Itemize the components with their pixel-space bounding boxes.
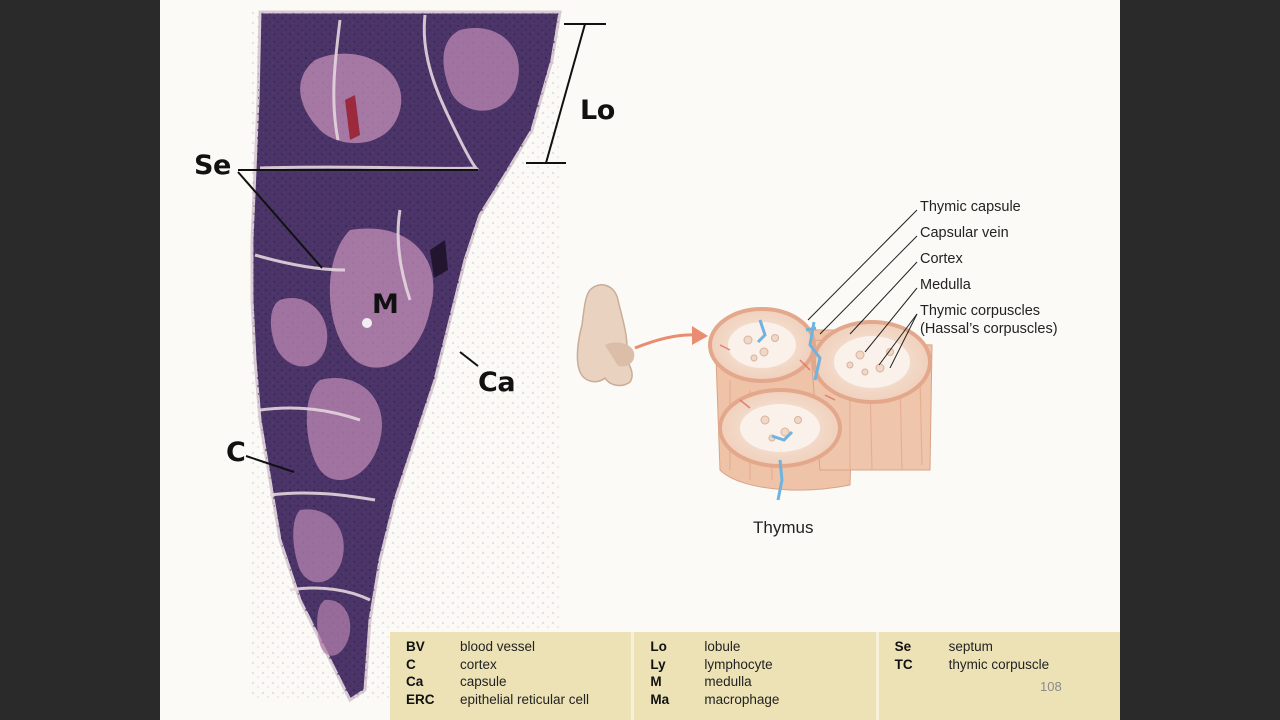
legend-abbr: Ca (406, 674, 424, 689)
lobule-label: Lo (580, 95, 615, 126)
hassals-corpuscles-label: (Hassal’s corpuscles) (920, 321, 1058, 337)
legend-abbr: Ma (650, 691, 670, 707)
capsular-vein-label: Capsular vein (920, 225, 1009, 241)
septum-pointers (237, 169, 478, 269)
legend-definition: cortex (460, 656, 497, 672)
thymic-capsule-label: Thymic capsule (920, 199, 1021, 215)
legend-definition: thymic corpuscle (948, 656, 1050, 672)
legend-definition: epithelial reticular cell (460, 691, 590, 707)
legend-row: Se septum (895, 638, 1120, 656)
cortex-pointer (245, 455, 295, 473)
gross-thymus-organ (576, 284, 635, 387)
left-letterbox (0, 0, 160, 720)
right-letterbox (1120, 0, 1280, 720)
histology-micrograph (250, 10, 562, 703)
legend-definition: blood vessel (460, 639, 536, 654)
thymus-caption: Thymus (753, 518, 814, 537)
medulla-label: M (372, 289, 399, 320)
legend-abbr: Lo (650, 639, 667, 654)
legend-definition: macrophage (704, 691, 780, 707)
page-number: 108 (1040, 679, 1062, 694)
cortex-diagram-label: Cortex (920, 251, 963, 267)
septum-label: Se (194, 150, 231, 181)
capsule-pointer (459, 351, 479, 367)
thymic-corpuscles-label: Thymic corpuscles (920, 303, 1041, 319)
lobule-bracket (526, 23, 606, 164)
legend-row: BV blood vessel (406, 638, 631, 656)
legend-definition: medulla (704, 674, 752, 689)
legend-abbr: C (406, 656, 416, 672)
legend-abbr: ERC (406, 691, 435, 707)
legend-abbr: Se (894, 639, 912, 654)
legend-row: Ly lymphocyte (650, 656, 875, 674)
legend-abbr: BV (406, 639, 425, 654)
cortex-label: C (226, 437, 246, 468)
legend-row: Ma macrophage (650, 691, 875, 709)
legend-definition: lymphocyte (704, 656, 773, 672)
legend-definition: capsule (460, 674, 507, 689)
thymus-figure (237, 10, 933, 703)
capsule-label: Ca (478, 367, 516, 398)
legend-abbr: Ly (650, 656, 666, 672)
legend-row: Ca capsule (406, 673, 631, 691)
legend-abbr: M (650, 674, 662, 689)
diagram-pointers (807, 209, 918, 369)
legend-column: Se septum TC thymic corpuscle (875, 632, 1120, 720)
legend-definition: lobule (704, 639, 741, 654)
legend-definition: septum (948, 639, 993, 654)
legend-row: TC thymic corpuscle (895, 656, 1120, 674)
legend-row: Lo lobule (650, 638, 875, 656)
slide: Lo Se M Ca C Thymic capsule Capsular vei… (160, 0, 1120, 720)
legend-abbr: TC (894, 656, 913, 672)
lobule-diagram (708, 307, 933, 501)
medulla-diagram-label: Medulla (920, 277, 971, 293)
legend-row: ERC epithelial reticular cell (406, 691, 631, 709)
arrow (634, 326, 708, 350)
